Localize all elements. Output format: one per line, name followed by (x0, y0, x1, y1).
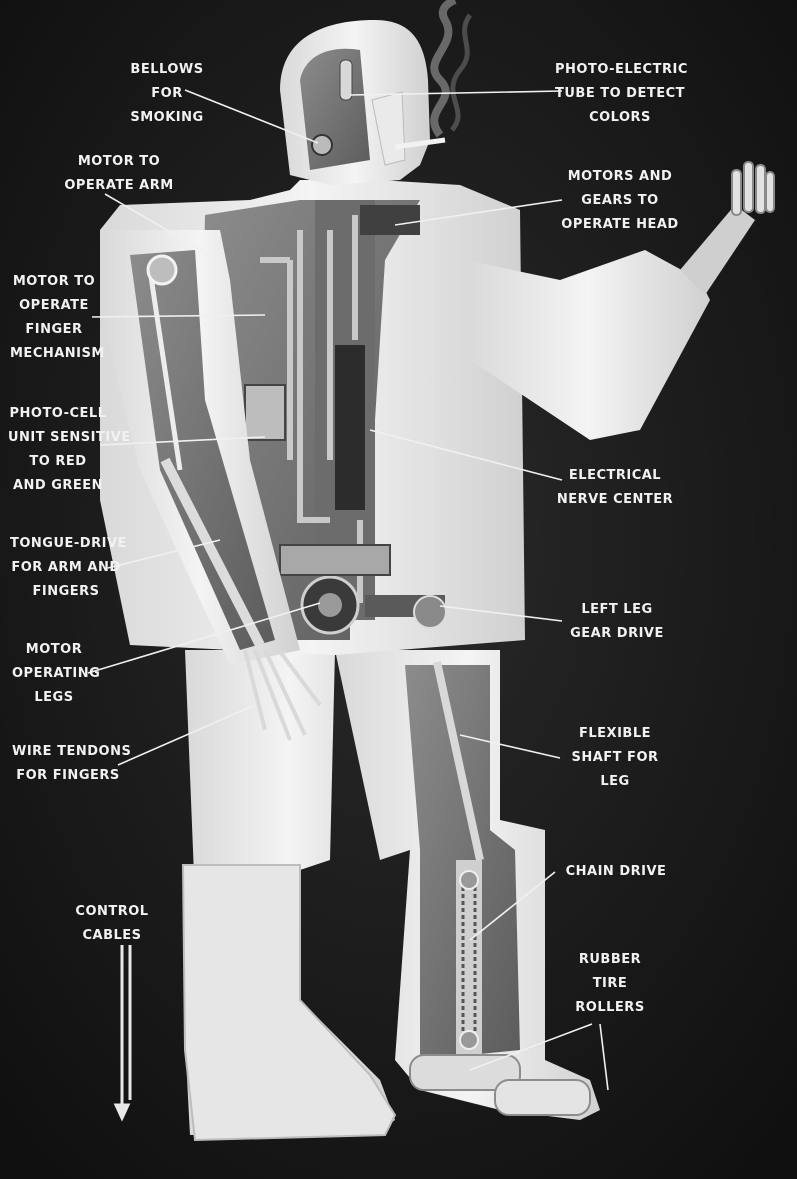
label-flexible-shaft: FLEXIBLE SHAFT FOR LEG (571, 726, 659, 789)
smoking-bellows (311, 134, 333, 156)
tongue-drive (160, 457, 265, 648)
label-electrical-nerve-center: ELECTRICAL NERVE CENTER (556, 468, 674, 507)
label-photo-cell-unit: PHOTO-CELL UNIT SENSITIVE TO RED AND GRE… (8, 406, 131, 493)
raised-forearm (680, 205, 755, 295)
control-cable-arrows (113, 945, 132, 1122)
label-left-leg-gear-drive: LEFT LEG GEAR DRIVE (570, 602, 664, 641)
smoke (430, 0, 457, 138)
label-photo-electric-tube: PHOTO-ELECTRIC TUBE TO DETECT COLORS (555, 62, 688, 125)
tire-roller (494, 1079, 591, 1116)
label-motor-to-operate-arm: MOTOR TO OPERATE ARM (64, 154, 174, 193)
label-wire-tendons: WIRE TENDONS FOR FINGERS (12, 744, 132, 783)
flexible-shaft (433, 661, 484, 861)
label-motor-to-operate-finger-mechanism: MOTOR TO OPERATE FINGER MECHANISM (10, 274, 105, 361)
leg-gear (413, 595, 447, 629)
label-motor-operating-legs: MOTOR OPERATING LEGS (12, 642, 101, 705)
label-control-cables: CONTROL CABLES (75, 904, 149, 943)
label-bellows-for-smoking: BELLOWS FOR SMOKING (130, 62, 204, 125)
label-rubber-tire-rollers: RUBBER TIRE ROLLERS (575, 952, 645, 1015)
head-interior (300, 48, 370, 170)
head-gears (360, 205, 420, 235)
label-chain-drive: CHAIN DRIVE (565, 864, 667, 879)
raised-hand (731, 161, 775, 216)
label-tongue-drive: TONGUE-DRIVE FOR ARM AND FINGERS (10, 536, 127, 599)
cigarette (394, 137, 446, 150)
photo-tube (339, 59, 353, 101)
photocell-unit (244, 384, 286, 441)
leader-lines (87, 89, 609, 1091)
cutaway-hand (243, 643, 322, 741)
tire-roller (409, 1054, 521, 1091)
raised-arm (465, 250, 710, 440)
nerve-center (335, 345, 365, 510)
right-boot (181, 864, 397, 1142)
label-motors-and-gears-head: MOTORS AND GEARS TO OPERATE HEAD (561, 169, 679, 232)
arm-interior (130, 250, 275, 650)
